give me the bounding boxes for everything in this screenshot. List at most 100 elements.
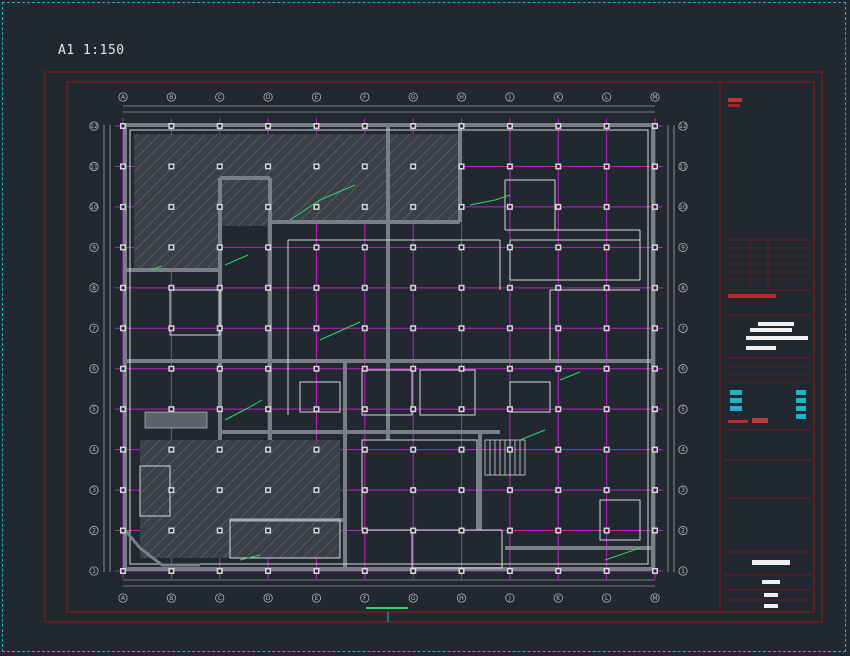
column-core-C1: [218, 569, 222, 573]
column-core-H11: [460, 164, 464, 168]
svg-text:B: B: [169, 595, 173, 602]
column-core-B9: [169, 245, 173, 249]
column-core-K4: [556, 448, 560, 452]
svg-text:6: 6: [681, 366, 685, 373]
svg-text:A: A: [121, 94, 126, 101]
grid-bubble-top-F: F: [360, 92, 370, 102]
column-core-G1: [411, 569, 415, 573]
column-core-M7: [653, 326, 657, 330]
svg-text:J: J: [508, 595, 511, 602]
grid-bubble-top-C: C: [215, 92, 225, 102]
column-core-G4: [411, 448, 415, 452]
column-core-J1: [508, 569, 512, 573]
svg-text:4: 4: [681, 447, 685, 454]
grid-bubble-right-6: 6: [678, 364, 688, 374]
grid-bubble-bottom-M: M: [650, 593, 660, 603]
svg-text:10: 10: [90, 204, 98, 211]
column-core-D4: [266, 448, 270, 452]
column-core-L1: [605, 569, 609, 573]
column-core-D1: [266, 569, 270, 573]
svg-text:12: 12: [90, 123, 98, 130]
column-core-G2: [411, 529, 415, 533]
column-core-D8: [266, 286, 270, 290]
column-core-A1: [121, 569, 125, 573]
grid-bubble-left-10: 10: [89, 202, 99, 212]
svg-text:7: 7: [92, 325, 96, 332]
column-core-B8: [169, 286, 173, 290]
svg-text:A: A: [121, 595, 126, 602]
column-core-A4: [121, 448, 125, 452]
column-core-L2: [605, 529, 609, 533]
column-core-E9: [314, 245, 318, 249]
svg-text:8: 8: [92, 285, 96, 292]
column-core-L5: [605, 407, 609, 411]
column-core-K12: [556, 124, 560, 128]
grid-bubble-right-1: 1: [678, 566, 688, 576]
column-core-C10: [218, 205, 222, 209]
svg-text:G: G: [411, 94, 416, 101]
grid-bubble-right-11: 11: [678, 161, 688, 172]
column-core-A5: [121, 407, 125, 411]
grid-bubble-top-H: H: [456, 92, 467, 102]
svg-text:D: D: [266, 595, 271, 602]
column-core-B1: [169, 569, 173, 573]
column-core-A7: [121, 326, 125, 330]
column-core-M5: [653, 407, 657, 411]
svg-text:7: 7: [681, 325, 685, 332]
inner-sheet-frame: [66, 81, 815, 613]
column-core-H10: [460, 205, 464, 209]
svg-text:G: G: [411, 595, 416, 602]
column-core-F5: [363, 407, 367, 411]
annotation-leaders: [149, 184, 641, 561]
column-core-H9: [460, 245, 464, 249]
grid-bubble-bottom-L: L: [602, 593, 612, 603]
svg-text:M: M: [652, 595, 657, 602]
column-core-D12: [266, 124, 270, 128]
grid-bubble-top-L: L: [602, 92, 612, 102]
grid-bubble-right-9: 9: [678, 242, 688, 252]
column-core-B12: [169, 124, 173, 128]
grid-bubble-left-9: 9: [89, 242, 99, 252]
column-core-G3: [411, 488, 415, 492]
column-core-C4: [218, 448, 222, 452]
column-core-E3: [314, 488, 318, 492]
column-core-A8: [121, 286, 125, 290]
grid-bubble-right-8: 8: [678, 283, 688, 293]
column-core-M6: [653, 367, 657, 371]
grid-bubble-top-A: A: [118, 92, 128, 102]
column-core-G9: [411, 245, 415, 249]
column-core-K8: [556, 286, 560, 290]
grid-bubble-bottom-F: F: [360, 593, 370, 603]
svg-text:9: 9: [92, 244, 96, 251]
column-core-L8: [605, 286, 609, 290]
column-core-G12: [411, 124, 415, 128]
column-core-B2: [169, 529, 173, 533]
column-core-H6: [460, 367, 464, 371]
svg-text:6: 6: [92, 366, 96, 373]
title-block: [719, 82, 812, 612]
column-core-C8: [218, 286, 222, 290]
column-core-J2: [508, 529, 512, 533]
svg-text:E: E: [315, 595, 319, 602]
svg-text:12: 12: [679, 123, 687, 130]
grid-bubble-bottom-E: E: [311, 593, 322, 603]
column-core-A9: [121, 245, 125, 249]
column-core-K10: [556, 205, 560, 209]
column-core-K11: [556, 164, 560, 168]
svg-text:2: 2: [681, 528, 685, 535]
column-core-K6: [556, 367, 560, 371]
column-core-E5: [314, 407, 318, 411]
column-core-L11: [605, 164, 609, 168]
svg-text:10: 10: [679, 204, 687, 211]
column-core-K1: [556, 569, 560, 573]
svg-text:2: 2: [92, 528, 96, 535]
column-core-K2: [556, 529, 560, 533]
column-core-E2: [314, 529, 318, 533]
svg-text:H: H: [459, 595, 464, 602]
column-core-B7: [169, 326, 173, 330]
grid-bubble-left-12: 12: [89, 121, 99, 131]
column-core-D10: [266, 205, 270, 209]
